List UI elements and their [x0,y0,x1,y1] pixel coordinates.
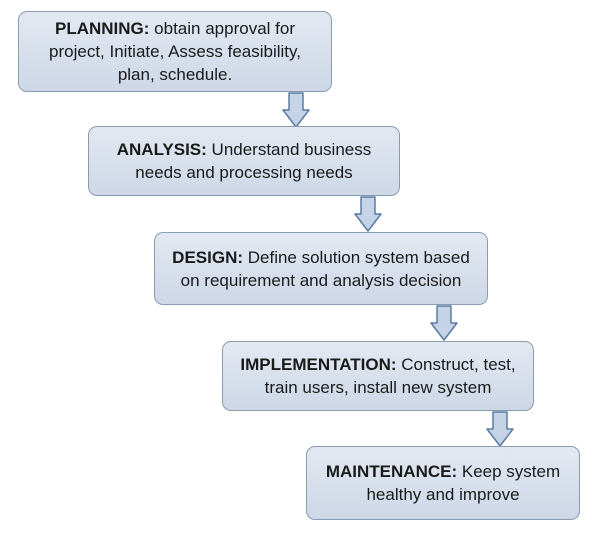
down-arrow-icon [430,305,458,341]
step-design-description: Define solution system based on requirem… [180,247,470,290]
step-implementation-text: IMPLEMENTATION: Construct, test, train u… [233,353,523,399]
down-arrow-icon [486,411,514,447]
step-analysis: ANALYSIS: Understand business needs and … [88,126,400,196]
step-analysis-label: ANALYSIS: [116,140,207,159]
step-design: DESIGN: Define solution system based on … [154,232,488,305]
step-planning: PLANNING: obtain approval for project, I… [18,11,332,92]
step-implementation-description: Construct, test, train users, install ne… [264,355,516,397]
step-design-label: DESIGN: [172,247,244,267]
step-planning-description: obtain approval for project, Initiate, A… [49,19,301,84]
step-design-text: DESIGN: Define solution system based on … [165,246,477,292]
down-arrow-icon [282,92,310,128]
step-maintenance-label: MAINTENANCE: [325,462,458,481]
step-analysis-description: Understand business needs and processing… [135,140,372,182]
step-maintenance-text: MAINTENANCE: Keep system healthy and imp… [317,460,569,506]
step-analysis-text: ANALYSIS: Understand business needs and … [99,138,389,184]
step-planning-text: PLANNING: obtain approval for project, I… [29,17,321,86]
down-arrow-icon [354,196,382,232]
step-maintenance-description: Keep system healthy and improve [366,462,561,504]
step-implementation: IMPLEMENTATION: Construct, test, train u… [222,341,534,411]
step-planning-label: PLANNING: [55,19,150,38]
step-implementation-label: IMPLEMENTATION: [240,355,397,374]
step-maintenance: MAINTENANCE: Keep system healthy and imp… [306,446,580,520]
